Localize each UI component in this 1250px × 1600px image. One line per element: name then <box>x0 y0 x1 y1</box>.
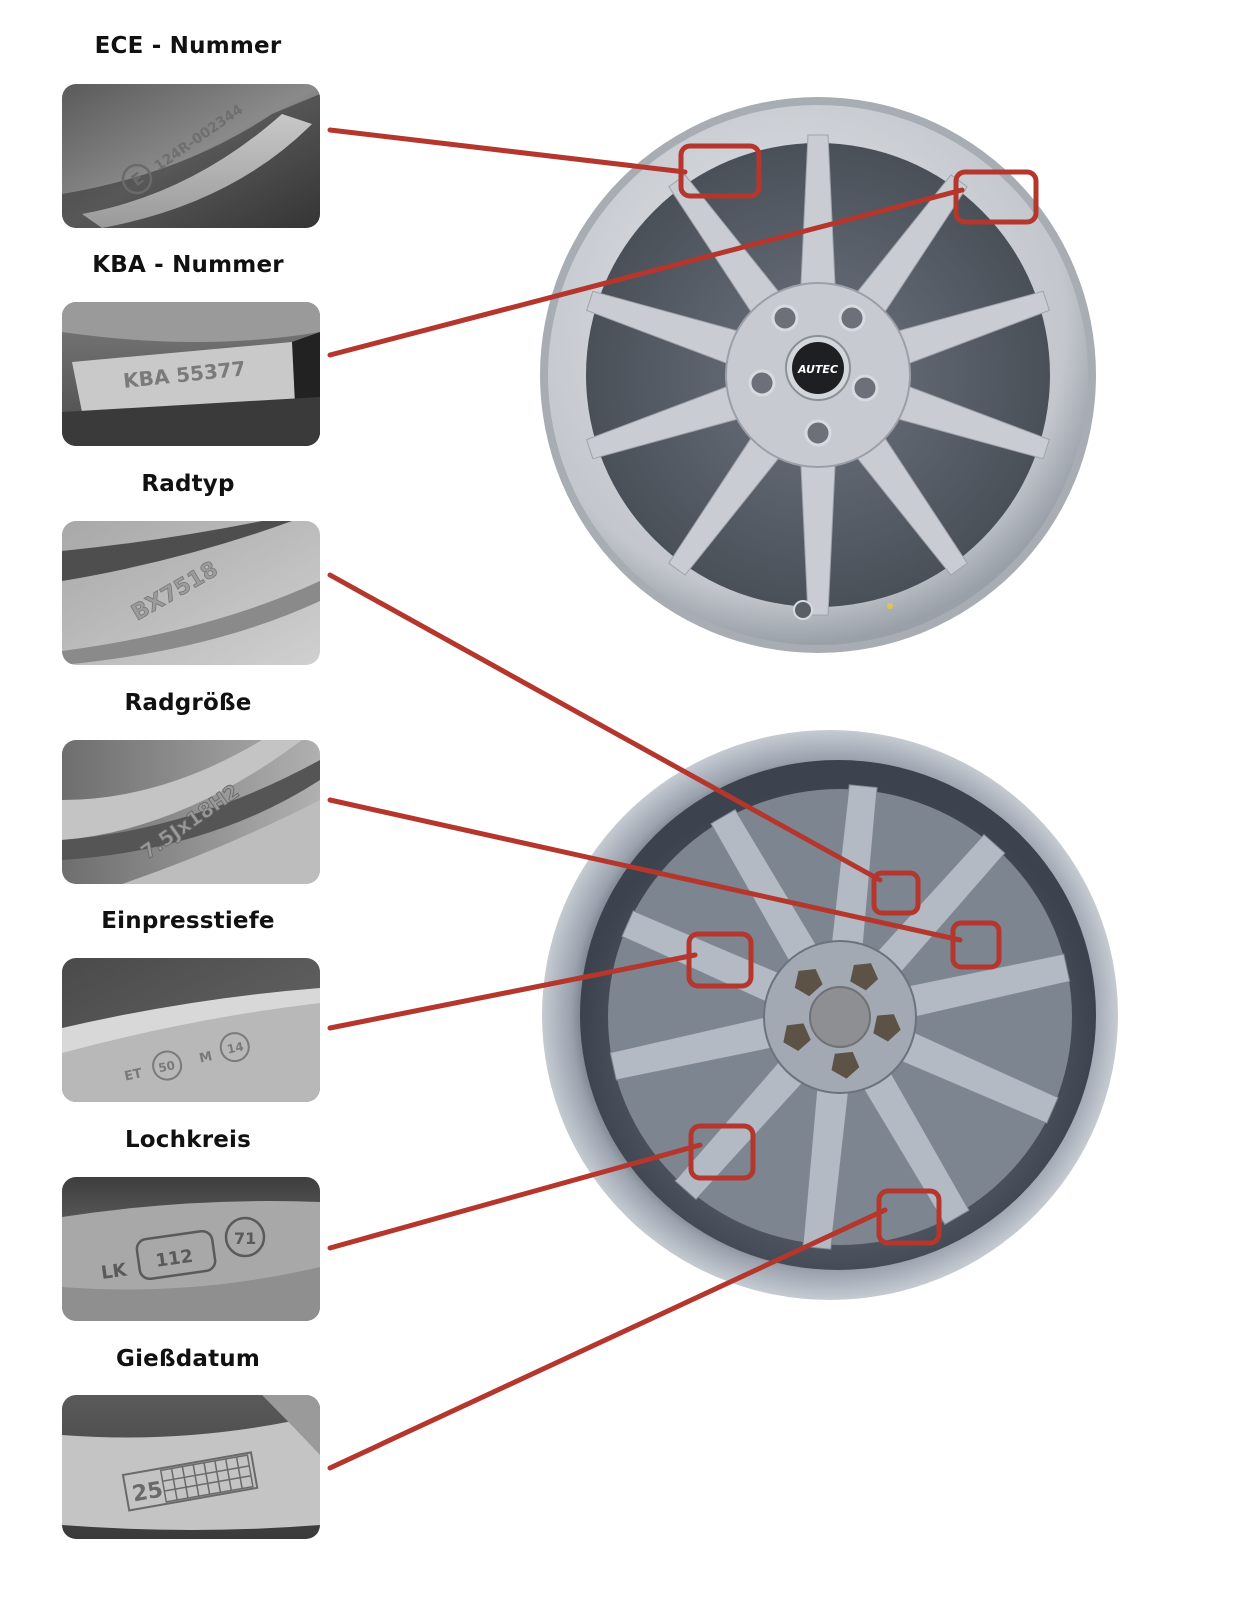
label-kba-nummer: KBA - Nummer <box>92 252 284 278</box>
lochkreis-closeup-photo: LK 112 71 <box>62 1177 320 1321</box>
et-m-text: M <box>198 1049 214 1066</box>
kba-closeup-photo: KBA 55377 <box>62 302 320 446</box>
giessdatum-closeup-photo: 25 <box>62 1395 320 1539</box>
label-giessdatum: Gießdatum <box>115 1346 261 1372</box>
label-ece-nummer: ECE - Nummer <box>94 33 282 59</box>
label-einpresstiefe: Einpresstiefe <box>101 908 275 934</box>
label-lochkreis: Lochkreis <box>124 1127 252 1153</box>
label-radtyp: Radtyp <box>141 471 235 497</box>
et-value-text: 50 <box>157 1058 176 1075</box>
date-prefix-text: 25 <box>130 1477 165 1507</box>
einpresstiefe-closeup-photo: ET 50 M 14 <box>62 958 320 1102</box>
et-prefix-text: ET <box>123 1066 144 1084</box>
wheel-front-photo: AUTEC <box>540 97 1096 653</box>
ece-closeup-photo: E 124R-002344 <box>62 84 320 228</box>
lk-prefix-text: LK <box>100 1259 129 1283</box>
et-14-text: 14 <box>226 1039 245 1056</box>
lk-hole-text: 71 <box>234 1229 256 1248</box>
radgroesse-closeup-photo: 7.5Jx18H2 <box>62 740 320 884</box>
wheel-back-photo <box>542 730 1118 1300</box>
lk-value-text: 112 <box>154 1246 194 1272</box>
autec-logo-text: AUTEC <box>797 363 838 376</box>
radtyp-closeup-photo: BX7518 <box>62 521 320 665</box>
label-radgroesse: Radgröße <box>124 690 252 716</box>
